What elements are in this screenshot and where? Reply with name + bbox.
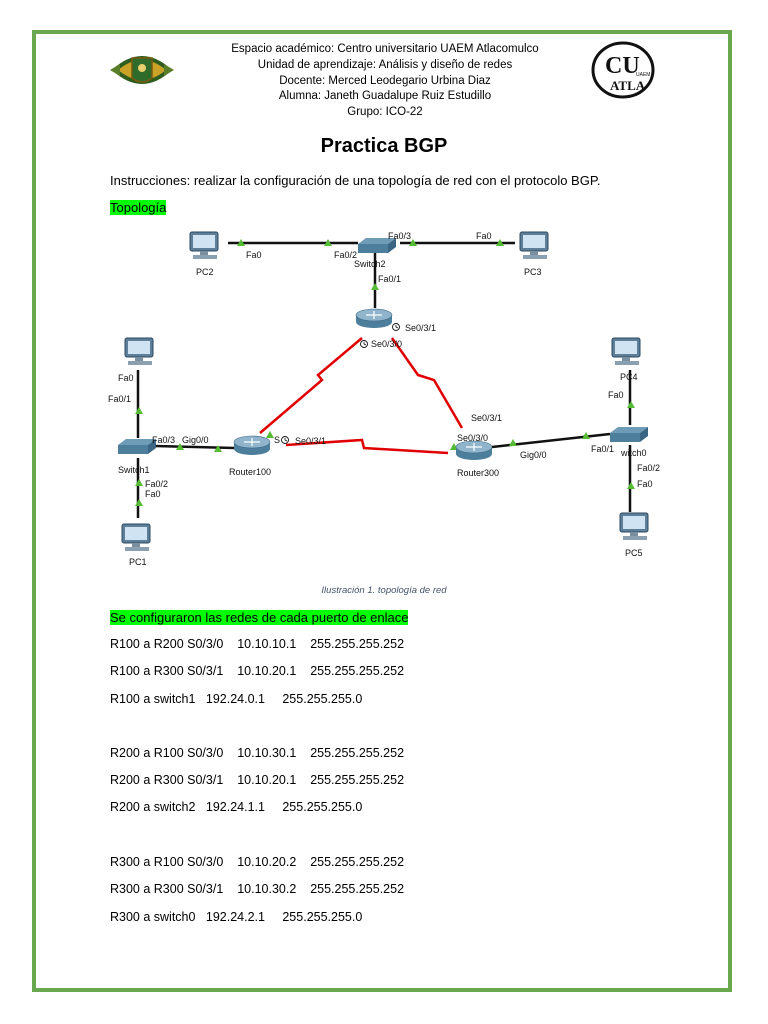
svg-text:Gig0/0: Gig0/0 [520, 450, 547, 460]
svg-text:Fa0/3: Fa0/3 [152, 435, 175, 445]
switch0-label: witch0 [620, 448, 647, 458]
clock-icon [360, 340, 368, 348]
svg-text:Fa0: Fa0 [118, 373, 134, 383]
svg-text:Fa0/1: Fa0/1 [591, 444, 614, 454]
page-border [32, 30, 732, 992]
svg-text:Fa0/2: Fa0/2 [334, 250, 357, 260]
svg-text:Fa0: Fa0 [608, 390, 624, 400]
pc2-icon[interactable] [189, 231, 219, 260]
pc5-icon[interactable] [619, 512, 649, 541]
svg-text:S: S [274, 435, 280, 445]
pc-top-left-icon[interactable] [124, 337, 154, 366]
header-group: Grupo: ICO-22 [347, 106, 423, 119]
serial-links [259, 337, 464, 455]
pc5-label: PC5 [625, 548, 643, 558]
topology-heading: Topología [110, 200, 167, 215]
ethernet-links [136, 241, 632, 518]
pc3-icon[interactable] [519, 231, 549, 260]
clock-icon [392, 323, 400, 331]
header-teacher: Docente: Merced Leodegario Urbina Diaz [279, 74, 491, 87]
svg-text:Se0/3/1: Se0/3/1 [405, 323, 436, 333]
page-title: Practica BGP [320, 135, 448, 157]
pc4-label: PC4 [620, 372, 638, 382]
config-line: R200 a switch2 192.24.1.1 255.255.255.0 [110, 800, 363, 814]
svg-text:Gig0/0: Gig0/0 [182, 435, 209, 445]
config-line: R300 a R100 S0/3/0 10.10.20.2 255.255.25… [110, 855, 405, 869]
network-topology-diagram: PC2 PC3 Switch2 Switch1 PC1 Router100 Ro… [108, 231, 660, 567]
switch0-icon[interactable] [610, 427, 648, 442]
config-line: R300 a R300 S0/3/1 10.10.30.2 255.255.25… [110, 882, 405, 896]
router100-icon[interactable] [233, 435, 271, 456]
clock-icon [281, 436, 289, 444]
svg-text:Fa0: Fa0 [145, 489, 161, 499]
section-heading: Se configuraron las redes de cada puerto… [110, 610, 409, 625]
switch2-label: Switch2 [354, 259, 386, 269]
router200-icon[interactable] [355, 308, 393, 329]
uaem-crest-logo [110, 56, 174, 84]
router100-label: Router100 [229, 467, 271, 477]
document-header: Espacio académico: Centro universitario … [200, 42, 570, 121]
config-line: R200 a R300 S0/3/1 10.10.20.1 255.255.25… [110, 773, 405, 787]
config-line: R200 a R100 S0/3/0 10.10.30.1 255.255.25… [110, 746, 405, 760]
svg-text:Fa0/2: Fa0/2 [637, 463, 660, 473]
config-line: R100 a R200 S0/3/0 10.10.10.1 255.255.25… [110, 637, 405, 651]
switch1-label: Switch1 [118, 465, 150, 475]
pc4-icon[interactable] [611, 337, 641, 366]
config-line: R100 a R300 S0/3/1 10.10.20.1 255.255.25… [110, 664, 405, 678]
pc1-label: PC1 [129, 557, 147, 567]
header-academic-space: Espacio académico: Centro universitario … [231, 43, 539, 55]
svg-text:Se0/3/1: Se0/3/1 [295, 436, 326, 446]
svg-text:Fa0: Fa0 [637, 479, 653, 489]
header-learning-unit: Unidad de aprendizaje: Análisis y diseño… [257, 58, 513, 71]
svg-text:Se0/3/1: Se0/3/1 [471, 413, 502, 423]
figure-caption: Ilustración 1. topología de red [321, 585, 447, 596]
pc3-label: PC3 [524, 267, 542, 277]
pc1-icon[interactable] [121, 523, 151, 552]
svg-text:Fa0/2: Fa0/2 [145, 479, 168, 489]
svg-text:UAEM: UAEM [636, 72, 650, 78]
svg-text:CU: CU [605, 53, 640, 79]
svg-text:Fa0/1: Fa0/1 [378, 274, 401, 284]
config-line: R300 a switch0 192.24.2.1 255.255.255.0 [110, 910, 363, 924]
port-labels: Fa0 Fa0/2 Fa0/3 Fa0 Fa0/1 Se0/3/1 Se0/3/… [108, 231, 660, 499]
cu-atla-logo: CU ATLA UAEM [591, 41, 655, 99]
svg-text:Fa0: Fa0 [246, 250, 262, 260]
svg-text:Fa0: Fa0 [476, 231, 492, 241]
svg-text:Fa0/3: Fa0/3 [388, 231, 411, 241]
switch1-icon[interactable] [118, 439, 156, 454]
router300-icon[interactable] [455, 440, 493, 461]
pc2-label: PC2 [196, 267, 214, 277]
svg-text:Se0/3/0: Se0/3/0 [371, 339, 402, 349]
svg-text:Se0/3/0: Se0/3/0 [457, 433, 488, 443]
instructions-text: Instrucciones: realizar la configuración… [110, 173, 601, 188]
router300-label: Router300 [457, 468, 499, 478]
svg-text:ATLA: ATLA [610, 78, 646, 93]
header-student: Alumna: Janeth Guadalupe Ruiz Estudillo [278, 90, 492, 103]
svg-text:Fa0/1: Fa0/1 [108, 394, 131, 404]
config-line: R100 a switch1 192.24.0.1 255.255.255.0 [110, 692, 363, 706]
